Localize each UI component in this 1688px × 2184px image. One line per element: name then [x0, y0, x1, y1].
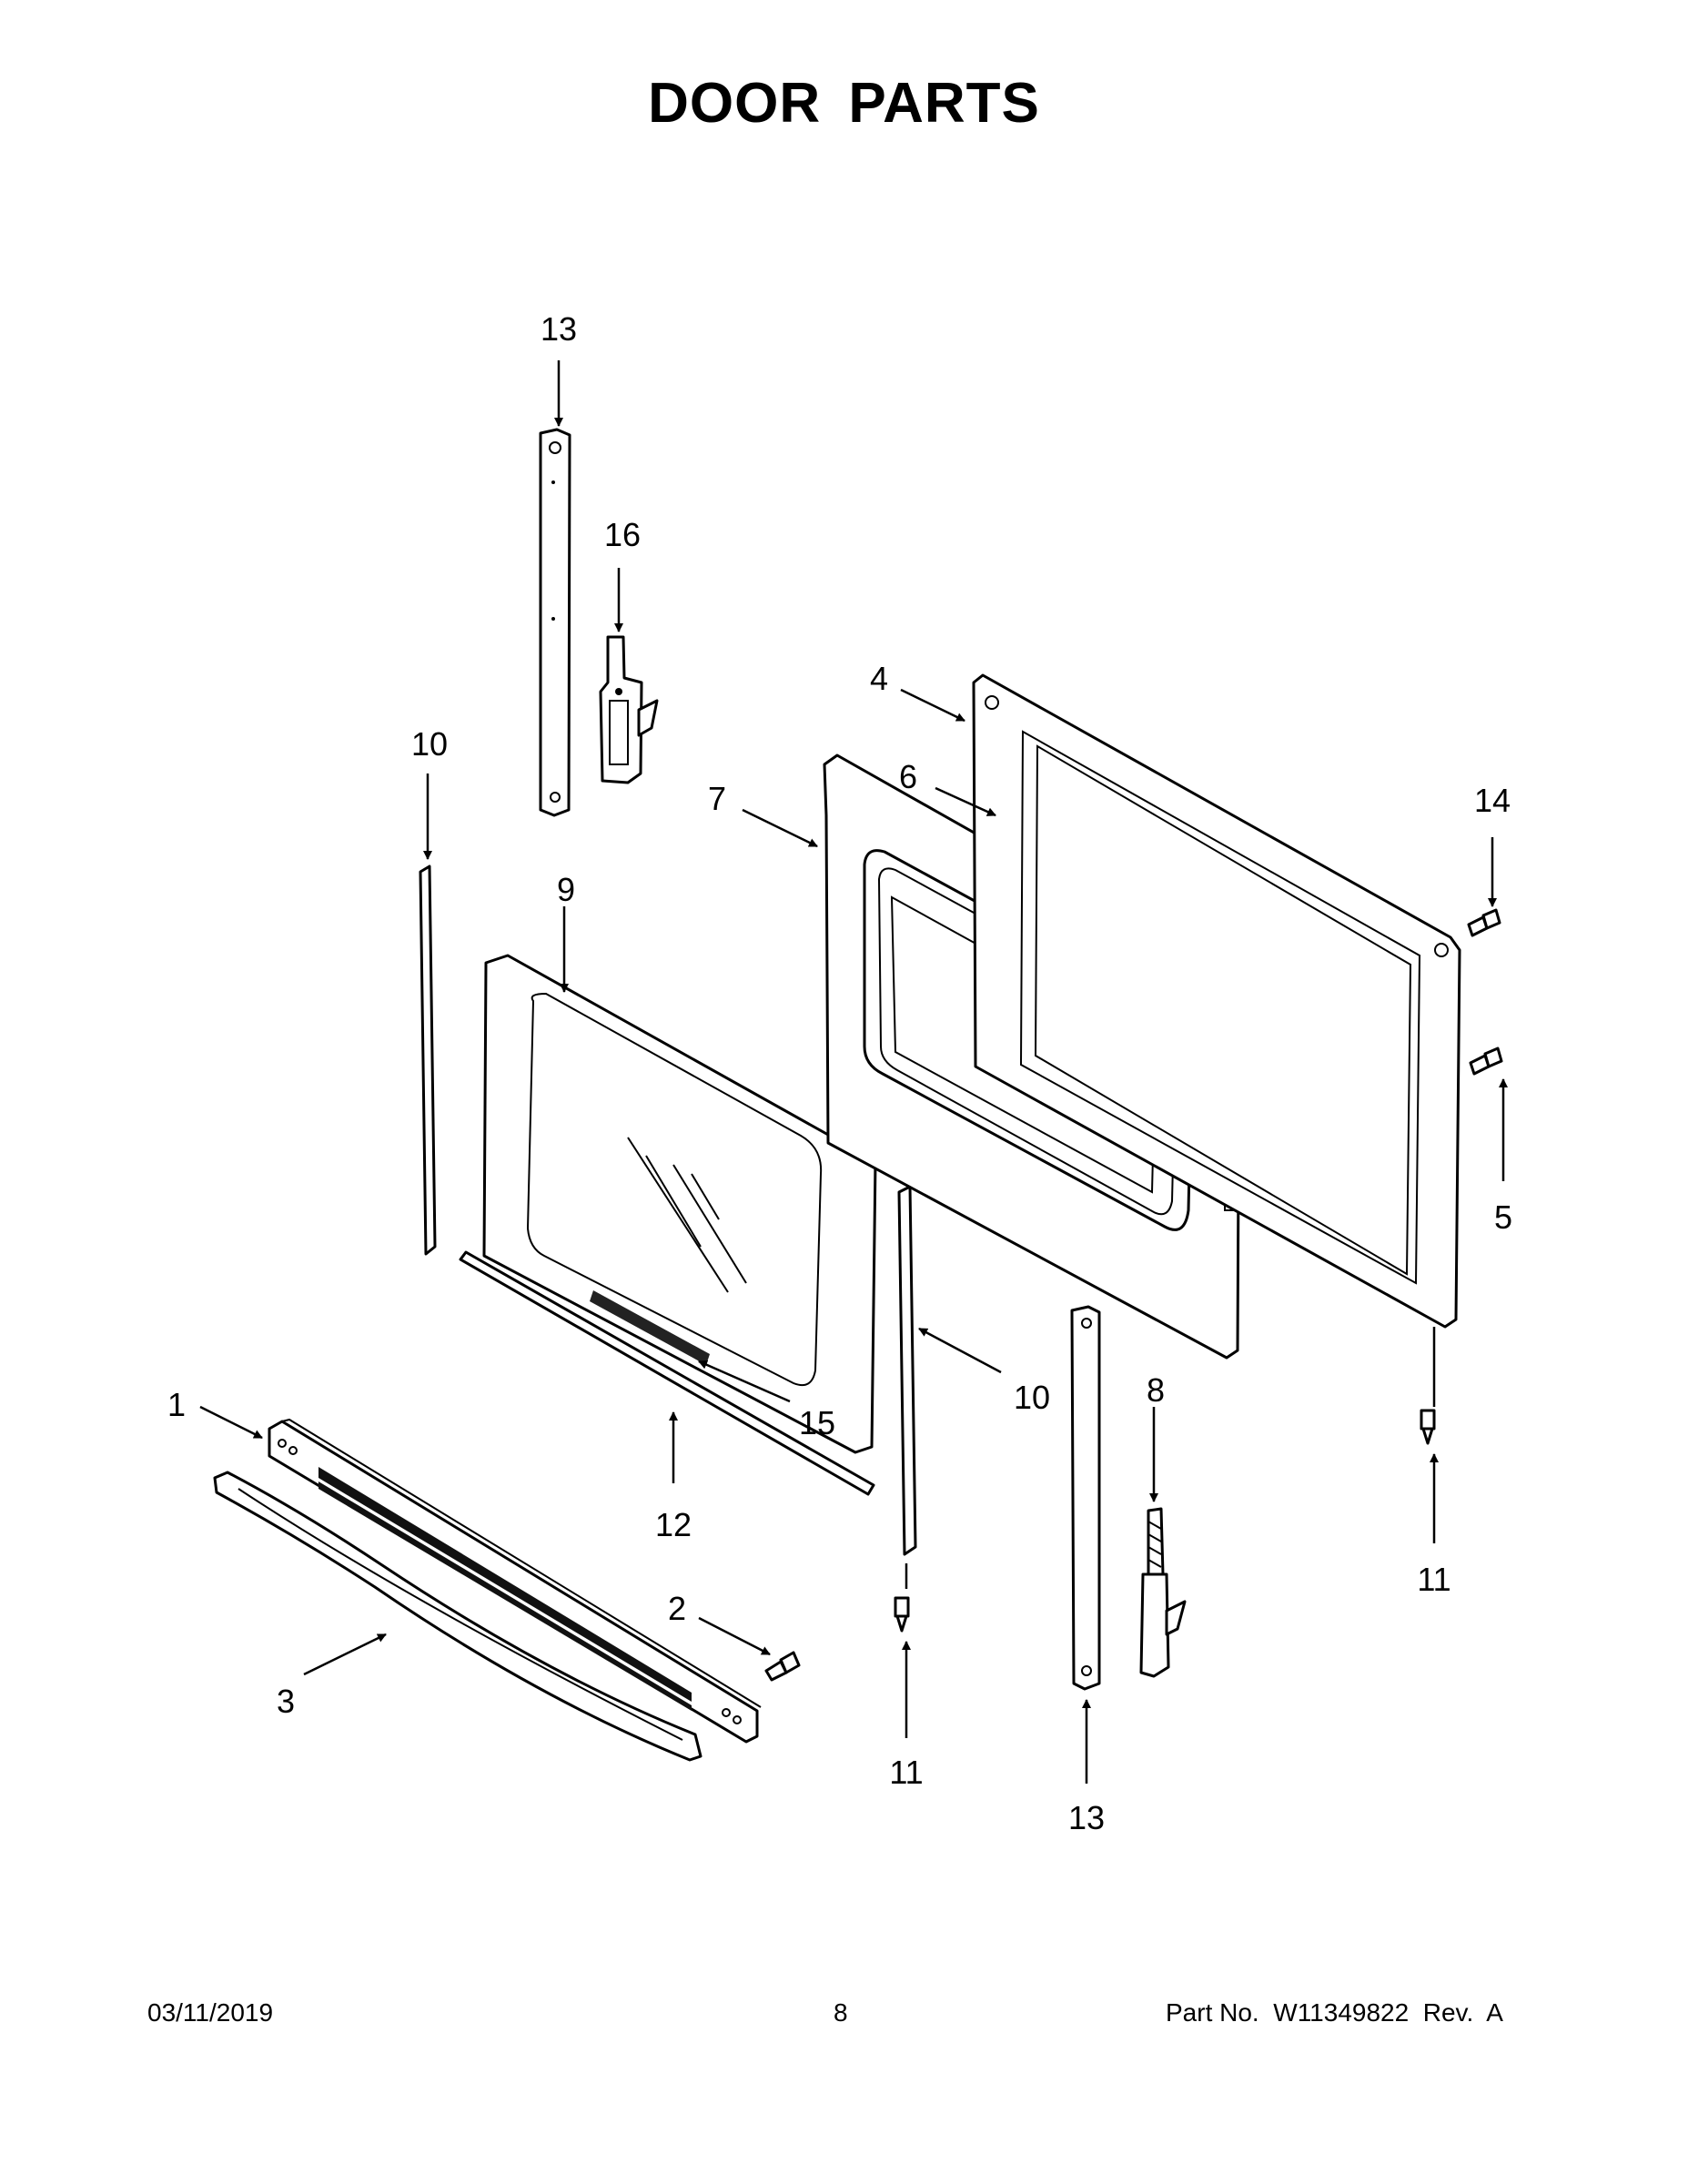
callout-14: 14	[1474, 782, 1511, 819]
part-8-hinge	[1139, 1507, 1187, 1678]
footer-date: 03/11/2019	[147, 1998, 274, 2027]
callout-16: 16	[604, 516, 641, 553]
callout-4: 4	[870, 660, 888, 697]
callout-10-left: 10	[411, 725, 448, 763]
callout-5: 5	[1494, 1198, 1512, 1236]
part-11-screw-right	[1420, 1409, 1436, 1445]
callout-13-bottom: 13	[1068, 1799, 1105, 1836]
part-1-vent-trim	[268, 1418, 762, 1744]
part-10-right-trim	[897, 1185, 917, 1556]
callout-9: 9	[557, 871, 575, 908]
part-9-outer-door-panel	[482, 954, 877, 1454]
callout-13-top: 13	[541, 310, 577, 348]
part-13-upper-strip	[539, 428, 571, 817]
part-4-door-liner	[972, 673, 1461, 1329]
part-2-screw	[764, 1651, 801, 1682]
callout-2: 2	[668, 1590, 686, 1627]
part-16-hinge	[599, 635, 659, 784]
part-3-handle	[213, 1471, 702, 1762]
callout-11-right: 11	[1417, 1561, 1450, 1598]
footer-page-number: 8	[834, 1998, 848, 2027]
callout-11-center: 11	[889, 1754, 923, 1791]
callout-3: 3	[277, 1683, 295, 1720]
footer-part-number: Part No. W11349822 Rev. A	[1166, 1998, 1503, 2027]
part-12-bottom-trim	[459, 1250, 875, 1496]
callout-1: 1	[167, 1386, 186, 1423]
callout-6: 6	[899, 758, 917, 795]
callout-12: 12	[655, 1506, 692, 1543]
callout-8: 8	[1147, 1371, 1165, 1409]
callouts: 13 16 10 9 4 6 7 14 5 11 10 15 12 1 2 3 …	[167, 310, 1512, 1836]
part-10-left-trim	[419, 864, 437, 1256]
leader-lines	[199, 360, 1508, 1784]
part-14-screw	[1467, 908, 1501, 937]
callout-15: 15	[799, 1404, 835, 1441]
part-5-screw	[1469, 1046, 1503, 1076]
callout-7: 7	[708, 780, 726, 817]
page-title: DOOR PARTS	[648, 72, 1040, 135]
part-13-lower-strip	[1070, 1305, 1101, 1691]
part-11-screw-center	[894, 1596, 910, 1633]
callout-10-right: 10	[1014, 1379, 1050, 1416]
